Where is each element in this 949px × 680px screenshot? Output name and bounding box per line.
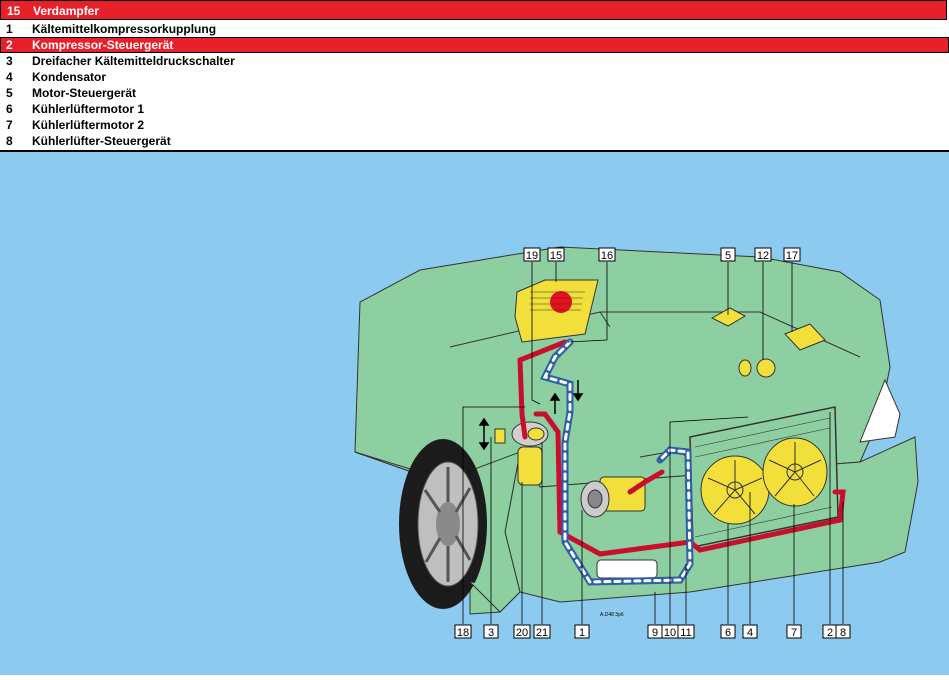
list-item[interactable]: 1 Kältemittelkompressorkupplung <box>0 21 949 37</box>
diagram-area: 19 15 16 5 12 17 18 3 20 21 1 9 10 11 6 … <box>0 152 949 675</box>
pressure-switch <box>494 428 506 444</box>
evaporator-highlight <box>550 291 572 313</box>
item-label: Motor-Steuergerät <box>32 86 137 100</box>
callout-label: 12 <box>757 250 769 262</box>
list-item-selected[interactable]: 2 Kompressor-Steuergerät <box>0 37 949 53</box>
callout-label: 1 <box>579 627 585 639</box>
flow-arrows <box>478 380 584 451</box>
callouts-top: 19 15 16 5 12 17 <box>523 247 801 262</box>
callout-label: 16 <box>601 250 613 262</box>
list-item[interactable]: 7 Kühlerlüftermotor 2 <box>0 117 949 133</box>
callout-label: 9 <box>652 627 658 639</box>
callout-label: 15 <box>550 250 562 262</box>
callout-label: 8 <box>840 627 846 639</box>
fan-2 <box>762 437 828 507</box>
cold-pipes <box>539 338 694 586</box>
item-number: 8 <box>6 134 13 148</box>
sensor-12 <box>756 358 776 378</box>
list-item[interactable]: 8 Kühlerlüfter-Steuergerät <box>0 133 949 149</box>
callout-label: 3 <box>488 627 494 639</box>
compressor <box>580 476 646 518</box>
list-item[interactable]: 3 Dreifacher Kältemitteldruckschalter <box>0 53 949 69</box>
item-label: Dreifacher Kältemitteldruckschalter <box>32 54 235 68</box>
callout-label: 7 <box>791 627 797 639</box>
callout-label: 6 <box>725 627 731 639</box>
item-number: 7 <box>6 118 13 132</box>
receiver-drier <box>517 446 543 486</box>
item-label: Kondensator <box>32 70 107 84</box>
headlight <box>859 378 901 443</box>
hot-pipes <box>517 339 846 557</box>
item-label: Kompressor-Steuergerät <box>32 38 174 52</box>
fan-1 <box>700 455 770 525</box>
item-label: Kältemittelkompressorkupplung <box>32 22 217 36</box>
leader-lines <box>462 262 844 624</box>
item-number: 5 <box>6 86 13 100</box>
callout-label: 2 <box>827 627 833 639</box>
list-separator <box>0 150 949 152</box>
item-label: Kühlerlüfter-Steuergerät <box>32 134 171 148</box>
item-label: Kühlerlüftermotor 1 <box>32 102 145 116</box>
relay-block <box>784 323 826 351</box>
callout-label: 17 <box>786 250 798 262</box>
ac-system-diagram: 19 15 16 5 12 17 18 3 20 21 1 9 10 11 6 … <box>354 246 919 639</box>
callout-label: 18 <box>457 627 469 639</box>
callout-label: 21 <box>536 627 548 639</box>
callout-label: 19 <box>526 250 538 262</box>
header-label: Verdampfer <box>33 4 100 18</box>
selected-item-header[interactable]: 15 Verdampfer <box>0 0 947 20</box>
header-number: 15 <box>7 4 21 18</box>
list-item[interactable]: 4 Kondensator <box>0 69 949 85</box>
drawing-code: A.D48 3p6 <box>600 612 624 618</box>
callout-label: 10 <box>664 627 676 639</box>
item-label: Kühlerlüftermotor 2 <box>32 118 145 132</box>
component-list: 1 Kältemittelkompressorkupplung 2 Kompress… <box>0 21 949 149</box>
callouts-bottom: 18 3 20 21 1 9 10 11 6 4 7 2 8 <box>454 624 851 639</box>
list-item[interactable]: 6 Kühlerlüftermotor 1 <box>0 101 949 117</box>
callout-label: 11 <box>680 627 691 639</box>
callout-label: 4 <box>747 627 753 639</box>
item-number: 2 <box>6 38 13 52</box>
item-number: 1 <box>6 22 13 36</box>
list-item[interactable]: 5 Motor-Steuergerät <box>0 85 949 101</box>
item-number: 3 <box>6 54 13 68</box>
callout-label: 5 <box>725 250 731 262</box>
item-number: 4 <box>6 70 13 84</box>
item-number: 6 <box>6 102 13 116</box>
callout-label: 20 <box>516 627 528 639</box>
engine-ecu <box>710 307 747 327</box>
lower-grille <box>596 559 658 579</box>
